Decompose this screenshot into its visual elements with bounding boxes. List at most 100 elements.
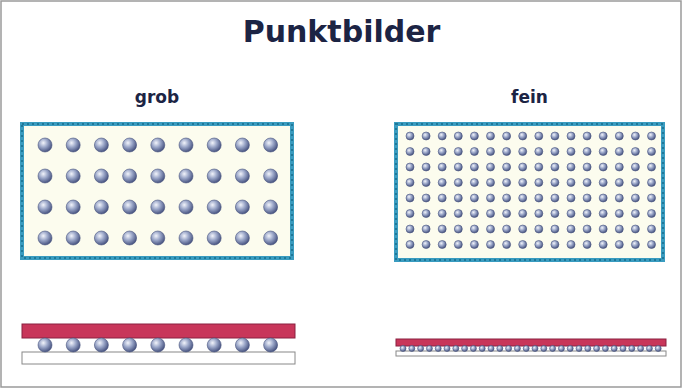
- dot: [454, 179, 462, 187]
- dot: [503, 194, 511, 202]
- dot: [470, 346, 476, 352]
- dot: [207, 231, 221, 245]
- dot: [631, 179, 639, 187]
- dot: [454, 241, 462, 249]
- dot: [519, 148, 527, 156]
- dot: [535, 225, 543, 233]
- dot: [454, 132, 462, 140]
- dot: [576, 346, 582, 352]
- dot: [235, 231, 249, 245]
- dot: [38, 138, 52, 152]
- dot: [583, 132, 591, 140]
- dot: [551, 163, 559, 171]
- dot: [66, 338, 80, 352]
- dot: [426, 346, 432, 352]
- dot: [487, 241, 495, 249]
- dot: [207, 138, 221, 152]
- dot: [470, 179, 478, 187]
- coarse-frame: [22, 124, 292, 258]
- title: Punktbilder: [0, 14, 683, 49]
- dot: [470, 148, 478, 156]
- dot: [438, 163, 446, 171]
- dot: [558, 346, 564, 352]
- dot: [583, 225, 591, 233]
- dot: [438, 241, 446, 249]
- dot: [648, 241, 656, 249]
- dot: [567, 132, 575, 140]
- dot: [535, 179, 543, 187]
- dot: [523, 346, 529, 352]
- dot: [535, 241, 543, 249]
- dot: [541, 346, 547, 352]
- dot: [615, 225, 623, 233]
- dot: [551, 210, 559, 218]
- dot: [123, 138, 137, 152]
- dot: [503, 225, 511, 233]
- dot: [519, 225, 527, 233]
- dot: [583, 179, 591, 187]
- dot: [514, 346, 520, 352]
- dot: [470, 194, 478, 202]
- dot: [615, 132, 623, 140]
- dot: [438, 132, 446, 140]
- dot: [583, 194, 591, 202]
- dot: [123, 338, 137, 352]
- dot: [487, 132, 495, 140]
- panel-heading: grob: [22, 86, 292, 108]
- dot: [438, 210, 446, 218]
- dot: [594, 346, 600, 352]
- dot: [487, 163, 495, 171]
- dot: [519, 241, 527, 249]
- dot: [615, 163, 623, 171]
- dot: [438, 225, 446, 233]
- dot: [497, 346, 503, 352]
- dot: [454, 148, 462, 156]
- dot: [599, 132, 607, 140]
- dot: [400, 346, 406, 352]
- dot: [648, 225, 656, 233]
- dot: [470, 241, 478, 249]
- dot: [615, 210, 623, 218]
- dot: [406, 225, 414, 233]
- dot-panel: grob: [22, 86, 292, 258]
- panel-heading: fein: [396, 86, 663, 108]
- dot: [648, 194, 656, 202]
- dot: [66, 200, 80, 214]
- dot: [422, 210, 430, 218]
- dot: [444, 346, 450, 352]
- dot: [406, 163, 414, 171]
- dot: [519, 163, 527, 171]
- dot: [615, 148, 623, 156]
- dot: [454, 163, 462, 171]
- dot: [66, 231, 80, 245]
- fine-section: [396, 339, 666, 356]
- dot: [179, 138, 193, 152]
- dot: [503, 179, 511, 187]
- dot: [631, 194, 639, 202]
- dot: [470, 132, 478, 140]
- dot: [599, 194, 607, 202]
- dot: [567, 346, 573, 352]
- dot: [207, 338, 221, 352]
- dot: [487, 210, 495, 218]
- dot: [470, 225, 478, 233]
- dot: [583, 163, 591, 171]
- dot: [655, 346, 661, 352]
- dot: [94, 338, 108, 352]
- dot: [487, 148, 495, 156]
- dot: [264, 138, 278, 152]
- dot: [599, 179, 607, 187]
- dot: [264, 338, 278, 352]
- dot: [551, 194, 559, 202]
- dot: [151, 200, 165, 214]
- dot: [422, 132, 430, 140]
- dot: [519, 194, 527, 202]
- dot: [567, 163, 575, 171]
- dot: [631, 210, 639, 218]
- dot: [583, 148, 591, 156]
- dot: [583, 210, 591, 218]
- dot: [94, 138, 108, 152]
- dot: [648, 179, 656, 187]
- dot: [567, 241, 575, 249]
- dot: [506, 346, 512, 352]
